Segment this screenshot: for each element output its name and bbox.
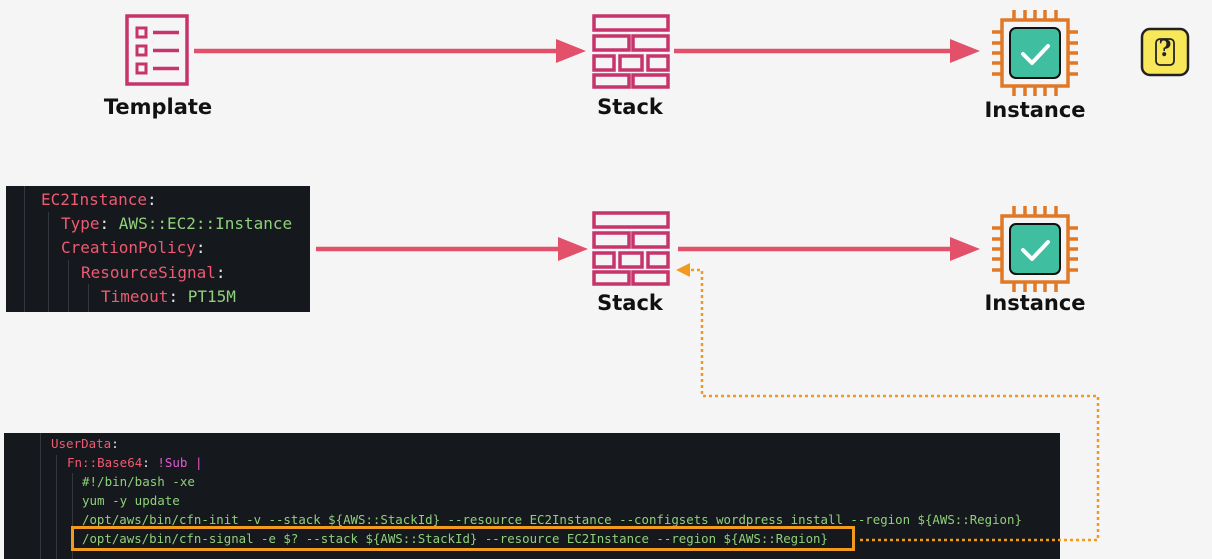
arrow-stack-to-instance [672, 36, 984, 66]
yaml-line-creationpolicy: CreationPolicy: [61, 238, 206, 257]
stack-icon [591, 13, 671, 89]
question-glyph: ? [1158, 36, 1172, 62]
arrow-stack-to-instance [676, 234, 984, 264]
template-icon [125, 14, 189, 86]
yaml-line-ec2instance: EC2Instance: [41, 190, 157, 209]
userdata-line-base64: Fn::Base64: !Sub | [67, 455, 203, 470]
userdata-line-key: UserData: [51, 436, 119, 451]
ec2-instance-icon [990, 8, 1080, 98]
stack-label: Stack [597, 95, 663, 119]
instance-label: Instance [984, 98, 1086, 122]
yaml-line-resourcesignal: ResourceSignal: [81, 263, 226, 282]
stack-label: Stack [597, 291, 663, 315]
arrow-code-to-stack [314, 234, 592, 264]
stack-icon [591, 210, 671, 286]
userdata-line-shebang: #!/bin/bash -xe [82, 474, 195, 489]
yaml-line-timeout: Timeout: PT15M [101, 287, 236, 306]
creation-policy-code-block: EC2Instance: Type: AWS::EC2::Instance Cr… [6, 186, 310, 312]
instance-label: Instance [984, 291, 1086, 315]
userdata-line-yum-update: yum -y update [82, 493, 180, 508]
template-label: Template [103, 95, 213, 119]
userdata-line-cfn-init: /opt/aws/bin/cfn-init -v --stack ${AWS::… [82, 512, 1022, 527]
ec2-instance-icon [990, 204, 1080, 294]
question-mark-icon[interactable]: ? [1140, 27, 1190, 77]
userdata-code-block: UserData: Fn::Base64: !Sub | #!/bin/bash… [4, 433, 1060, 559]
arrow-template-to-stack [190, 36, 590, 66]
userdata-line-cfn-signal: /opt/aws/bin/cfn-signal -e $? --stack ${… [82, 531, 828, 546]
cfn-signal-highlight [71, 526, 855, 551]
yaml-line-type: Type: AWS::EC2::Instance [61, 214, 293, 233]
